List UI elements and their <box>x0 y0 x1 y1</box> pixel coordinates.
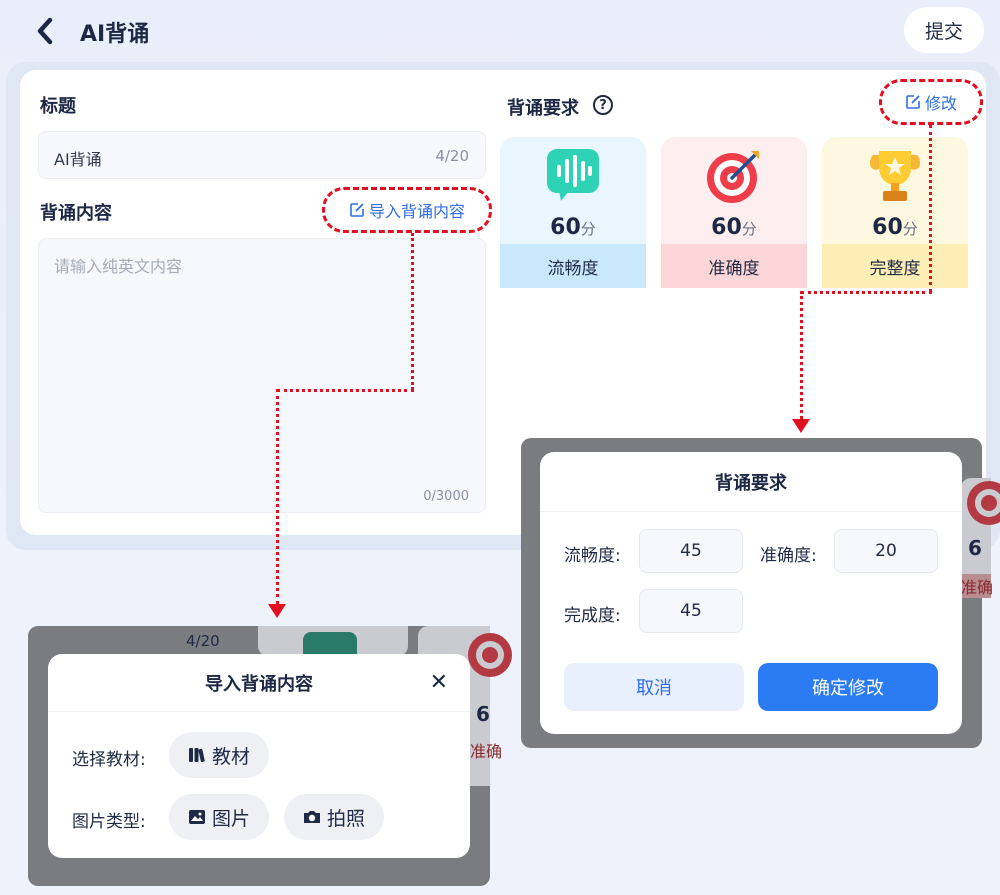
image-button[interactable]: 图片 <box>169 794 269 840</box>
completeness-input[interactable]: 45 <box>639 589 743 633</box>
fluency-input[interactable]: 45 <box>639 529 743 573</box>
image-type-label: 图片类型: <box>72 812 146 832</box>
photo-button[interactable]: 拍照 <box>284 794 384 840</box>
accuracy-label: 准确度: <box>760 546 817 566</box>
title-value: AI背诵 <box>54 150 102 169</box>
target-icon <box>967 481 1000 525</box>
back-button[interactable] <box>28 14 62 48</box>
close-icon[interactable]: ✕ <box>429 670 448 695</box>
metric-card-accuracy: 60分 准确度 <box>661 137 807 288</box>
metric-accuracy-score: 60 <box>711 215 742 240</box>
background-char-count: 4/20 <box>186 632 220 650</box>
background-score: 6 <box>476 702 490 726</box>
import-modal: 导入背诵内容 ✕ 选择教材: 教材 图片类型: 图片 拍照 <box>48 654 470 858</box>
books-icon <box>188 748 205 763</box>
edit-requirements-label: 修改 <box>924 94 957 113</box>
submit-button[interactable]: 提交 <box>904 7 984 53</box>
annotation-line <box>277 389 414 392</box>
chevron-left-icon <box>37 17 53 45</box>
completeness-label: 完成度: <box>564 606 621 626</box>
metric-completeness-score: 60 <box>872 215 903 240</box>
target-icon <box>707 151 759 203</box>
accuracy-input[interactable]: 20 <box>834 529 938 573</box>
metric-accuracy-label: 准确度 <box>661 244 807 288</box>
voice-wave-icon <box>547 149 599 201</box>
metric-accuracy-unit: 分 <box>741 220 757 238</box>
arrow-down-icon <box>792 419 810 433</box>
image-chip-label: 图片 <box>211 807 250 830</box>
metric-completeness-unit: 分 <box>902 220 918 238</box>
edit-icon <box>350 203 364 217</box>
help-icon[interactable]: ? <box>593 95 613 115</box>
photo-chip-label: 拍照 <box>326 807 365 830</box>
fluency-label: 流畅度: <box>564 546 621 566</box>
metric-card-fluency: 60分 流畅度 <box>500 137 646 288</box>
camera-icon <box>303 811 320 823</box>
content-placeholder: 请输入纯英文内容 <box>54 257 183 276</box>
requirements-modal: 背诵要求 流畅度: 45 准确度: 20 完成度: 45 取消 确定修改 <box>540 452 962 734</box>
content-char-count: 0/3000 <box>423 489 469 504</box>
edit-requirements-button[interactable]: 修改 <box>879 79 983 125</box>
annotation-line <box>801 291 932 294</box>
title-label: 标题 <box>40 96 76 117</box>
annotation-line <box>276 389 279 604</box>
material-button[interactable]: 教材 <box>169 732 269 778</box>
background-label: 准确 <box>470 742 503 761</box>
background-score: 6 <box>968 536 982 560</box>
metric-fluency-unit: 分 <box>580 220 596 238</box>
title-input[interactable]: AI背诵 4/20 <box>38 131 486 179</box>
confirm-button[interactable]: 确定修改 <box>758 663 938 711</box>
arrow-down-icon <box>268 604 286 618</box>
annotation-line <box>411 233 414 390</box>
page-title: AI背诵 <box>80 22 150 47</box>
modal-title: 背诵要求 <box>540 452 962 512</box>
import-content-button[interactable]: 导入背诵内容 <box>322 187 492 233</box>
cancel-button[interactable]: 取消 <box>564 663 744 711</box>
import-content-label: 导入背诵内容 <box>368 202 465 221</box>
edit-icon <box>906 95 920 109</box>
annotation-line <box>800 291 803 419</box>
content-label: 背诵内容 <box>40 203 112 224</box>
requirements-label: 背诵要求 <box>507 98 579 119</box>
trophy-icon <box>870 151 920 201</box>
image-icon <box>188 810 205 824</box>
metric-card-completeness: 60分 完整度 <box>822 137 968 288</box>
metric-fluency-score: 60 <box>550 215 581 240</box>
target-icon <box>468 633 512 677</box>
material-chip-label: 教材 <box>211 745 250 768</box>
metric-completeness-label: 完整度 <box>822 244 968 288</box>
metric-fluency-label: 流畅度 <box>500 244 646 288</box>
modal-title: 导入背诵内容 <box>48 654 470 712</box>
material-label: 选择教材: <box>72 750 146 770</box>
voice-wave-icon <box>303 632 357 656</box>
annotation-line <box>929 125 932 292</box>
title-char-count: 4/20 <box>435 147 469 165</box>
background-label: 准确 <box>961 574 993 598</box>
content-textarea[interactable]: 请输入纯英文内容 0/3000 <box>38 238 486 513</box>
